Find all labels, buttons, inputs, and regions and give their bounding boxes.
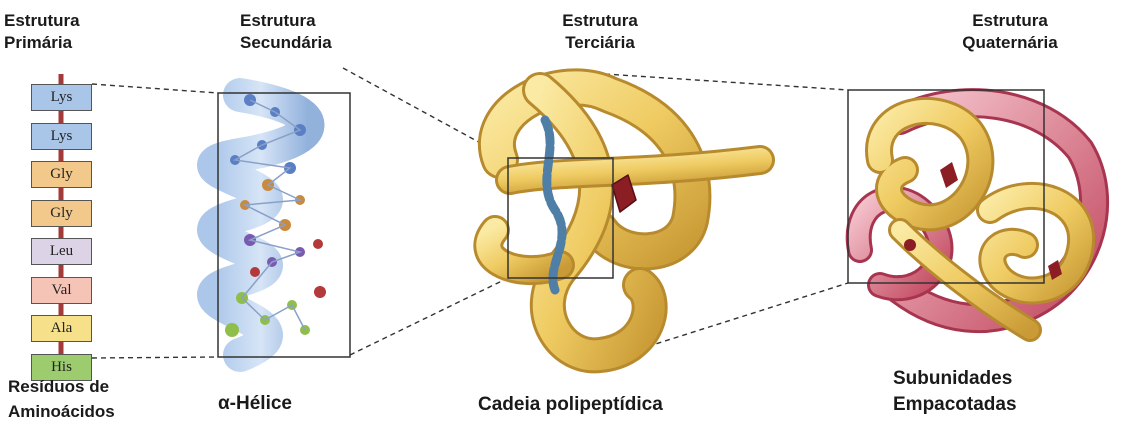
caption-chain: Cadeia polipeptídica (478, 393, 663, 417)
title-secondary-line2: Secundária (240, 32, 380, 54)
title-primary-line1: Estrutura (4, 10, 134, 32)
caption-residues-line1: Resíduos de (8, 374, 115, 399)
caption-residues: Resíduos de Aminoácidos (8, 374, 115, 424)
quaternary-assembly-illustration (859, 103, 1094, 330)
title-quaternary-line1: Estrutura (945, 10, 1075, 32)
residue-box: Lys (31, 123, 92, 150)
residue-box: Gly (31, 200, 92, 227)
caption-subunits-line2: Empacotadas (893, 392, 1017, 418)
title-quaternary: Estrutura Quaternária (945, 10, 1075, 54)
alpha-helix-illustration (214, 94, 326, 355)
tertiary-fold-illustration (488, 87, 760, 355)
title-secondary-line1: Estrutura (240, 10, 380, 32)
residue-box: Ala (31, 315, 92, 342)
residue-box: Val (31, 277, 92, 304)
title-quaternary-line2: Quaternária (945, 32, 1075, 54)
residue-box: Lys (31, 84, 92, 111)
caption-residues-line2: Aminoácidos (8, 399, 115, 424)
caption-helix: α-Hélice (218, 392, 292, 416)
title-primary: Estrutura Primária (0, 10, 134, 54)
title-tertiary-line1: Estrutura (545, 10, 655, 32)
caption-subunits: Subunidades Empacotadas (893, 366, 1017, 418)
title-primary-line2: Primária (4, 32, 134, 54)
title-secondary: Estrutura Secundária (222, 10, 380, 54)
residue-box: Leu (31, 238, 92, 265)
residue-box: Gly (31, 161, 92, 188)
title-tertiary-line2: Terciária (545, 32, 655, 54)
title-tertiary: Estrutura Terciária (545, 10, 655, 54)
caption-subunits-line1: Subunidades (893, 366, 1017, 392)
